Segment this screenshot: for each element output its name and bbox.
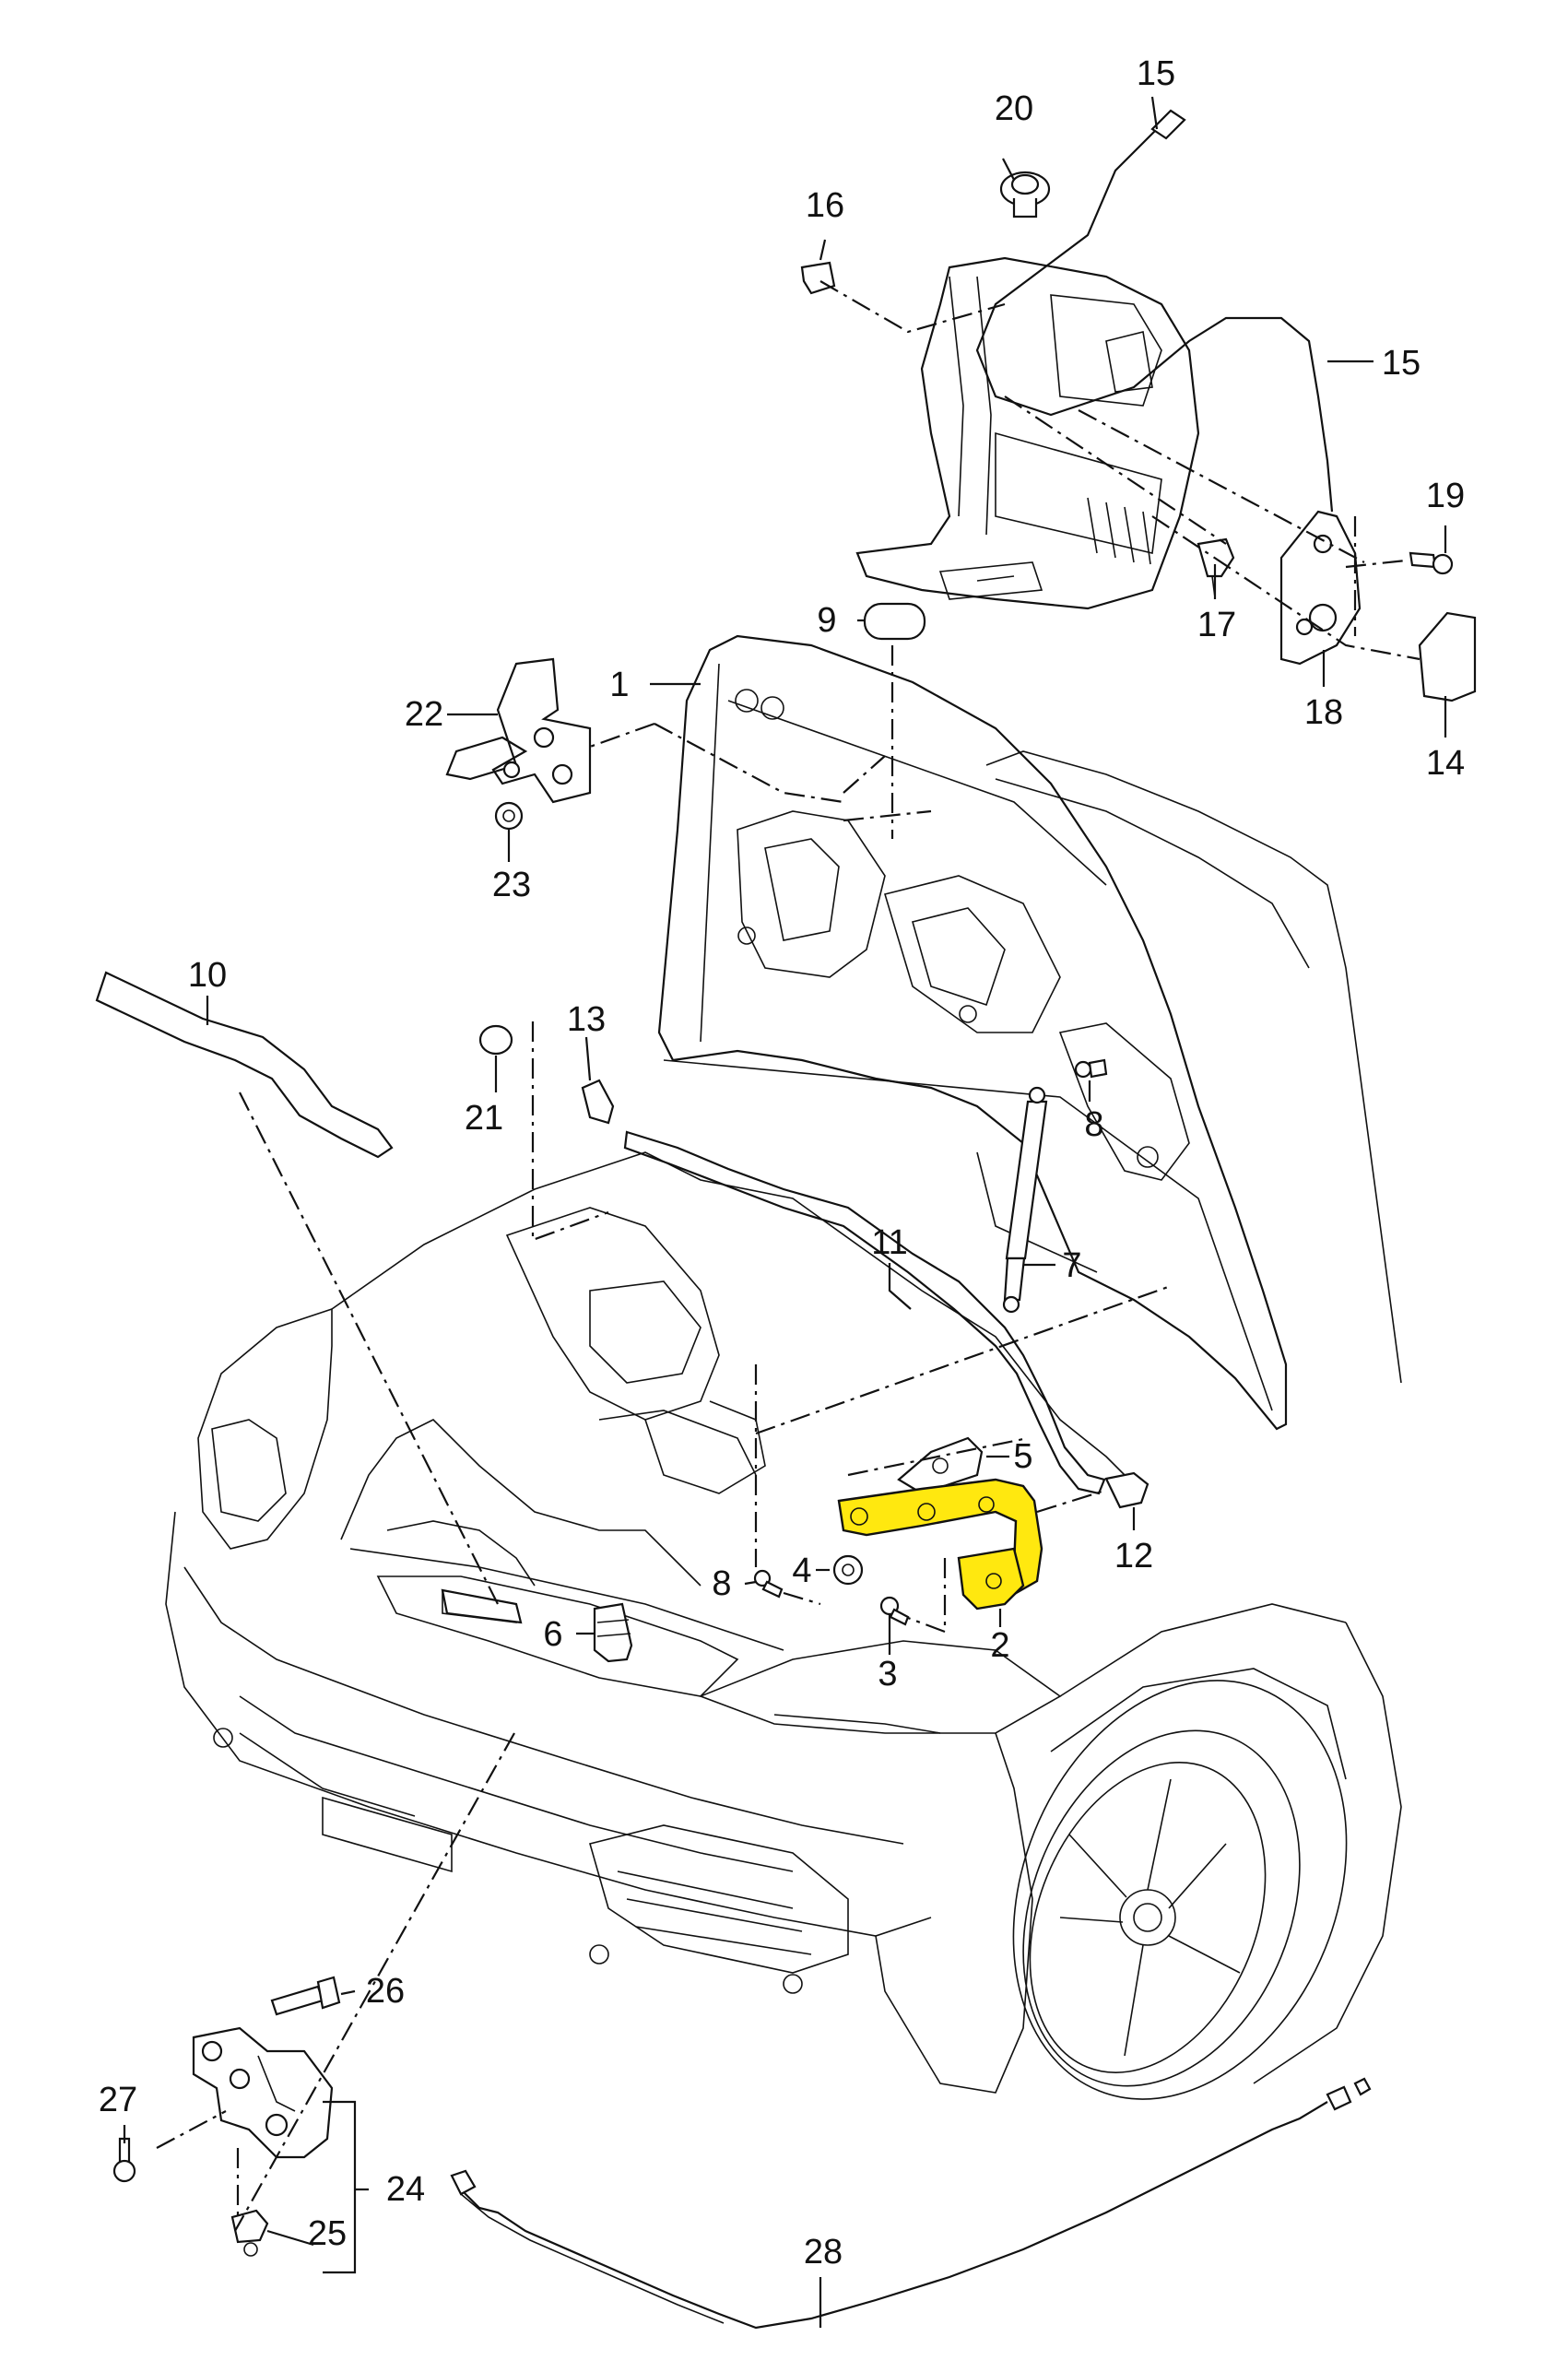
release-cable-upper <box>975 109 1334 513</box>
clip-16 <box>800 261 836 295</box>
assembly-lines <box>156 280 1421 2232</box>
gas-strut-7 <box>1002 1086 1048 1314</box>
callout-2: 2 <box>990 1626 1009 1665</box>
callout-11: 11 <box>871 1223 907 1262</box>
callout-1: 1 <box>609 666 629 704</box>
hood-lock-24 <box>192 2026 334 2159</box>
callout-24: 24 <box>386 2170 425 2209</box>
striker-plate <box>441 1588 523 1624</box>
callout-21: 21 <box>465 1099 503 1138</box>
buffer-6 <box>593 1602 633 1663</box>
clip-13 <box>581 1079 615 1125</box>
grommet-20 <box>999 171 1051 218</box>
callout-19: 19 <box>1426 477 1465 515</box>
leader-lines <box>123 96 1447 2328</box>
callout-8-top: 8 <box>1084 1105 1103 1144</box>
callout-9: 9 <box>817 601 836 640</box>
inner-fender-panel <box>855 256 1200 610</box>
latch-bracket-18 <box>1279 510 1362 666</box>
clip-12 <box>1104 1471 1149 1509</box>
nut-23 <box>494 801 524 831</box>
hinge-bracket-highlighted <box>837 1478 1043 1611</box>
callout-27: 27 <box>99 2081 137 2119</box>
hood-1 <box>657 634 1288 1431</box>
release-cable-lower-28 <box>450 2077 1372 2330</box>
callout-6: 6 <box>543 1615 562 1654</box>
callout-10: 10 <box>188 956 227 995</box>
callout-14: 14 <box>1426 744 1465 783</box>
callouts: 1 2 3 4 5 6 7 8 8 9 10 11 12 13 14 15 15… <box>99 54 1465 2272</box>
callout-26: 26 <box>366 1972 405 2011</box>
screw-19 <box>1409 551 1454 575</box>
screw-27 <box>112 2137 136 2183</box>
hood-hinge-left-22 <box>445 657 592 804</box>
seal-10 <box>95 971 394 1159</box>
callout-17: 17 <box>1197 606 1236 644</box>
bolt-3 <box>879 1596 910 1626</box>
cover-14 <box>1418 611 1477 702</box>
callout-20: 20 <box>995 89 1033 128</box>
screw-26 <box>270 1976 341 2016</box>
callout-12: 12 <box>1114 1537 1153 1575</box>
cap-21 <box>478 1024 513 1056</box>
car-upper-outline <box>985 750 1402 1384</box>
bolt-8-bottom <box>753 1569 784 1599</box>
bracket-24 <box>323 2100 357 2274</box>
callout-4: 4 <box>792 1552 811 1590</box>
callout-18: 18 <box>1304 693 1343 732</box>
callout-15-right: 15 <box>1382 344 1421 383</box>
pad-9 <box>863 602 926 641</box>
nut-4 <box>832 1554 864 1586</box>
callout-25: 25 <box>308 2214 347 2253</box>
callout-3: 3 <box>878 1655 897 1693</box>
ball-stud-8-top <box>1074 1058 1108 1079</box>
callout-22: 22 <box>405 695 443 734</box>
callout-23: 23 <box>492 866 531 904</box>
callout-15-top: 15 <box>1137 54 1175 93</box>
callout-5: 5 <box>1013 1437 1032 1476</box>
car-body <box>165 1151 1402 2100</box>
callout-28: 28 <box>804 2233 843 2272</box>
switch-25 <box>230 2209 269 2257</box>
callout-13: 13 <box>567 1000 606 1039</box>
callout-8-bottom: 8 <box>712 1564 731 1603</box>
callout-7: 7 <box>1062 1246 1081 1285</box>
callout-16: 16 <box>806 186 844 225</box>
